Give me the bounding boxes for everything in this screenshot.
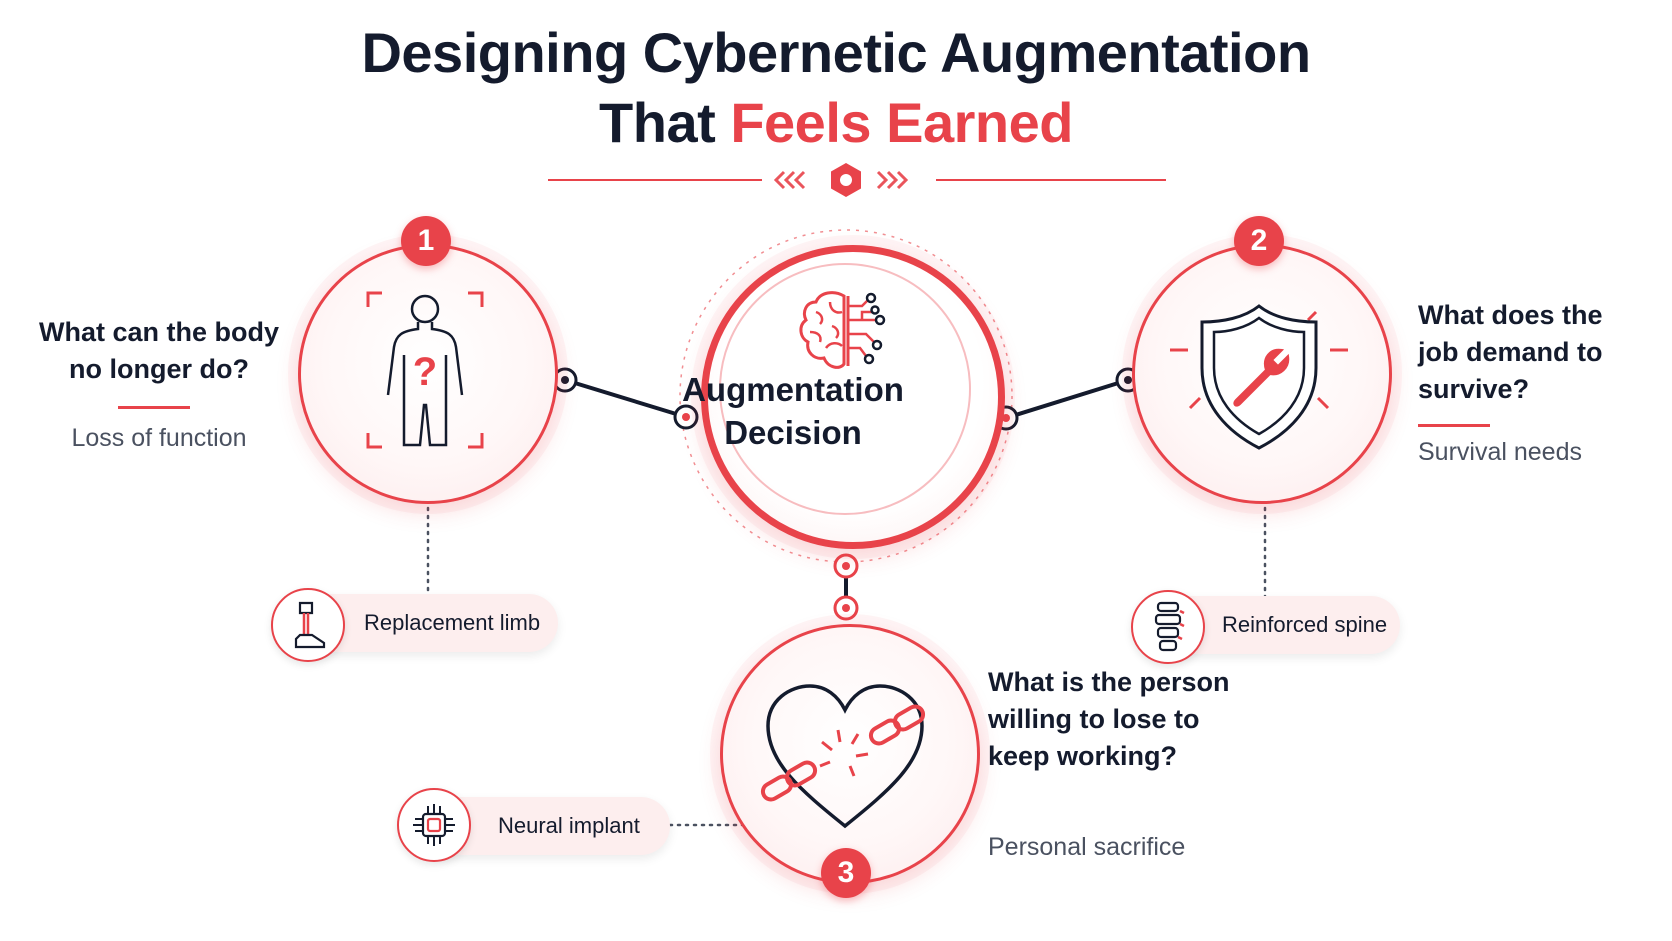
link-step-3: [833, 553, 859, 621]
step-3-badge: 3: [821, 848, 871, 898]
example-label: Neural implant: [498, 813, 640, 838]
svg-text:?: ?: [413, 350, 437, 394]
shield-wrench-icon: [1170, 304, 1348, 450]
title-line-1: Designing Cybernetic Augmentation: [361, 21, 1311, 84]
brain-circuit-icon: [799, 291, 886, 369]
title-line-2-plain: That: [599, 91, 716, 154]
step-1-question: What can the body no longer do?: [38, 317, 279, 384]
example-icon-circle: [397, 788, 471, 862]
chip-icon: [413, 804, 455, 846]
center-inner-ring: [719, 263, 971, 515]
step-1-rule: [118, 406, 190, 409]
step-1-disc: [298, 244, 558, 504]
spine-icon: [1154, 601, 1185, 652]
step-3-subtitle: Personal sacrifice: [988, 833, 1186, 861]
example-label: Reinforced spine: [1222, 612, 1388, 637]
step-2-question: What does the job demand to survive?: [1418, 300, 1603, 404]
page-title: Designing Cybernetic Augmentation That F…: [0, 18, 1672, 158]
step-2-rule: [1418, 424, 1490, 427]
step-1-badge: 1: [401, 216, 451, 266]
example-icon-circle: [271, 588, 345, 662]
step-1-subtitle: Loss of function: [71, 424, 247, 452]
example-icon-circle: [1131, 590, 1205, 664]
center-label: Augmentation Decision: [682, 371, 904, 451]
prosthetic-leg-icon: [294, 601, 326, 649]
title-divider: [548, 163, 1166, 197]
step-2-badge: 2: [1234, 216, 1284, 266]
link-step-1: [552, 367, 699, 430]
body-question-icon: ?: [366, 291, 484, 449]
example-label: Replacement limb: [364, 610, 541, 635]
step-3-disc: [720, 624, 980, 884]
step-3-question: What is the person willing to lose to ke…: [988, 667, 1230, 771]
step-2-subtitle: Survival needs: [1418, 438, 1582, 466]
heart-chain-icon: [760, 684, 926, 829]
link-step-2: [993, 367, 1141, 431]
title-line-2-accent: Feels Earned: [730, 91, 1073, 154]
